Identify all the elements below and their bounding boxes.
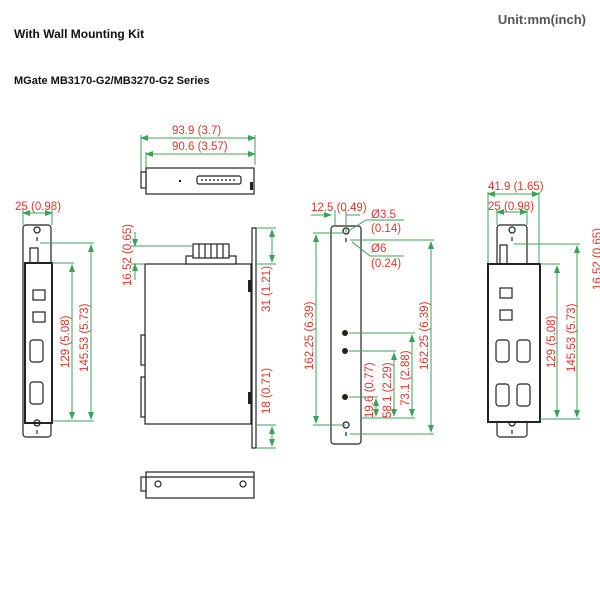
dim-top-overall: 93.9 (3.7) bbox=[172, 125, 221, 137]
dim-plate-height-right: 162.25 (6.39) bbox=[419, 301, 431, 370]
dim-hole-small: Ø3.5 bbox=[371, 209, 396, 221]
front-view-1port: 25 (0.98) 129 (5.08) 145.53 (5.73) bbox=[15, 201, 94, 438]
dim-side-terminal: 16.52 (0.65) bbox=[122, 224, 134, 286]
dim-plate-height-left: 162.25 (6.39) bbox=[304, 301, 316, 370]
dim-front2-cutoff: 16.52 (0.65) bbox=[592, 228, 600, 290]
page-title: With Wall Mounting Kit bbox=[14, 27, 145, 41]
dim-front1-body-height: 129 (5.08) bbox=[60, 315, 72, 368]
dim-front1-width: 25 (0.98) bbox=[15, 201, 61, 213]
dim-hole-large: Ø6 bbox=[371, 243, 386, 255]
front-view-2port: 41.9 (1.65) 25 (0.98) 129 (5.08) 145.53 … bbox=[487, 181, 600, 438]
dim-side-top: 31 (1.21) bbox=[261, 266, 273, 312]
dim-front2-overall: 41.9 (1.65) bbox=[488, 181, 544, 193]
dim-front2-body: 25 (0.98) bbox=[488, 201, 534, 213]
dim-front1-mount-height: 145.53 (5.73) bbox=[79, 303, 91, 372]
dim-screw-2: 58.1 (2.29) bbox=[382, 362, 394, 418]
dim-front2-body-height: 129 (5.08) bbox=[546, 315, 558, 368]
dim-top-body: 90.6 (3.57) bbox=[172, 141, 228, 153]
dim-hole-offset: 12.5 (0.49) bbox=[311, 202, 367, 214]
dim-front2-mount-height: 145.53 (5.73) bbox=[566, 303, 578, 372]
bottom-view bbox=[140, 471, 255, 499]
dim-screw-1: 19.6 (0.77) bbox=[364, 362, 376, 418]
top-view: 93.9 (3.7) 90.6 (3.57) bbox=[140, 125, 256, 195]
dim-side-bottom: 18 (0.71) bbox=[261, 368, 273, 414]
series-title: MGate MB3170-G2/MB3270-G2 Series bbox=[14, 75, 210, 87]
dim-hole-small-inch: (0.14) bbox=[371, 223, 401, 235]
side-view: 16.52 (0.65) 31 (1.21) 18 (0.71) bbox=[122, 224, 276, 449]
mounting-plate-view: 12.5 (0.49) Ø3.5 (0.14) Ø6 (0.24) 162.25… bbox=[304, 202, 434, 445]
dim-screw-3: 73.1 (2.88) bbox=[400, 350, 412, 406]
dim-hole-large-inch: (0.24) bbox=[371, 258, 401, 270]
unit-label: Unit:mm(inch) bbox=[497, 12, 586, 27]
